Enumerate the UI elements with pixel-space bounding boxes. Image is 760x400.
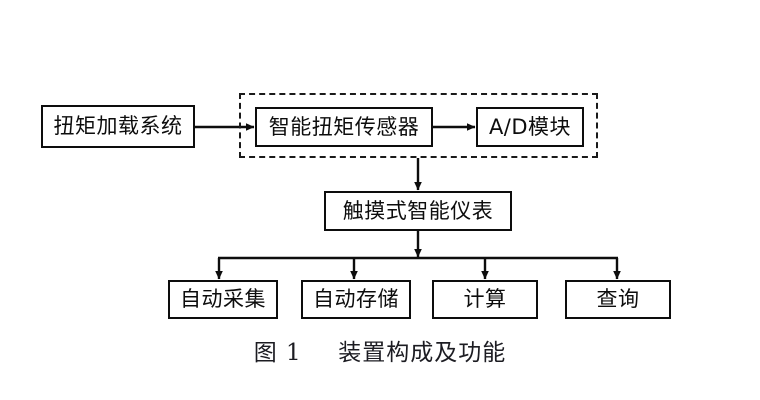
node-auto-collect[interactable]: 自动采集 (168, 280, 278, 319)
node-calculate-label: 计算 (463, 287, 507, 311)
node-smart-sensor-label: 智能扭矩传感器 (268, 114, 420, 139)
node-ad-module[interactable]: A/D模块 (476, 107, 584, 147)
node-load-system[interactable]: 扭矩加载系统 (41, 105, 195, 148)
node-smart-sensor[interactable]: 智能扭矩传感器 (255, 107, 433, 147)
node-auto-collect-label: 自动采集 (180, 287, 266, 311)
node-auto-store-label: 自动存储 (313, 287, 399, 311)
figure-caption: 图 1 装置构成及功能 (0, 333, 760, 367)
node-auto-store[interactable]: 自动存储 (301, 280, 411, 319)
node-touch-instrument[interactable]: 触摸式智能仪表 (324, 191, 512, 231)
figure-caption-title: 装置构成及功能 (338, 340, 507, 366)
node-query-label: 查询 (596, 287, 640, 311)
node-calculate[interactable]: 计算 (432, 280, 538, 319)
dashed-group-sensor-ad (239, 93, 598, 158)
node-touch-instrument-label: 触摸式智能仪表 (342, 198, 494, 223)
figure-caption-label: 图 1 (253, 340, 302, 366)
node-query[interactable]: 查询 (565, 280, 671, 319)
node-load-system-label: 扭矩加载系统 (53, 114, 183, 138)
node-ad-module-label: A/D模块 (488, 114, 572, 139)
